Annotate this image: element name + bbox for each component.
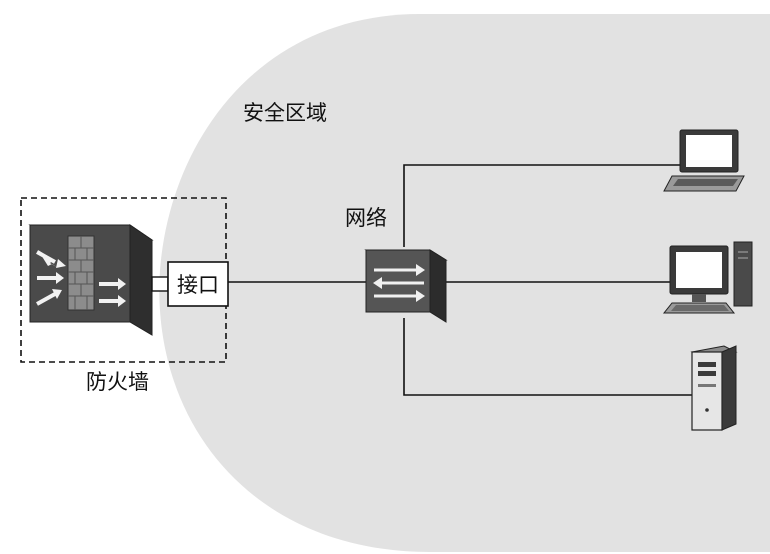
firewall-port <box>151 276 169 292</box>
network-links <box>403 164 692 396</box>
laptop-icon <box>663 129 745 192</box>
desktop-computer-icon <box>662 241 753 314</box>
firewall-label: 防火墙 <box>86 370 149 394</box>
secure-zone-area <box>159 14 770 552</box>
server-tower-icon <box>690 345 738 431</box>
firewall-icon <box>28 224 154 336</box>
switch-icon <box>364 249 448 323</box>
interface-label: 接口 <box>177 273 219 297</box>
secure-zone-label: 安全区域 <box>243 101 327 125</box>
firewall-boundary <box>20 197 227 363</box>
interface-box <box>167 261 229 307</box>
network-label: 网络 <box>345 206 387 230</box>
